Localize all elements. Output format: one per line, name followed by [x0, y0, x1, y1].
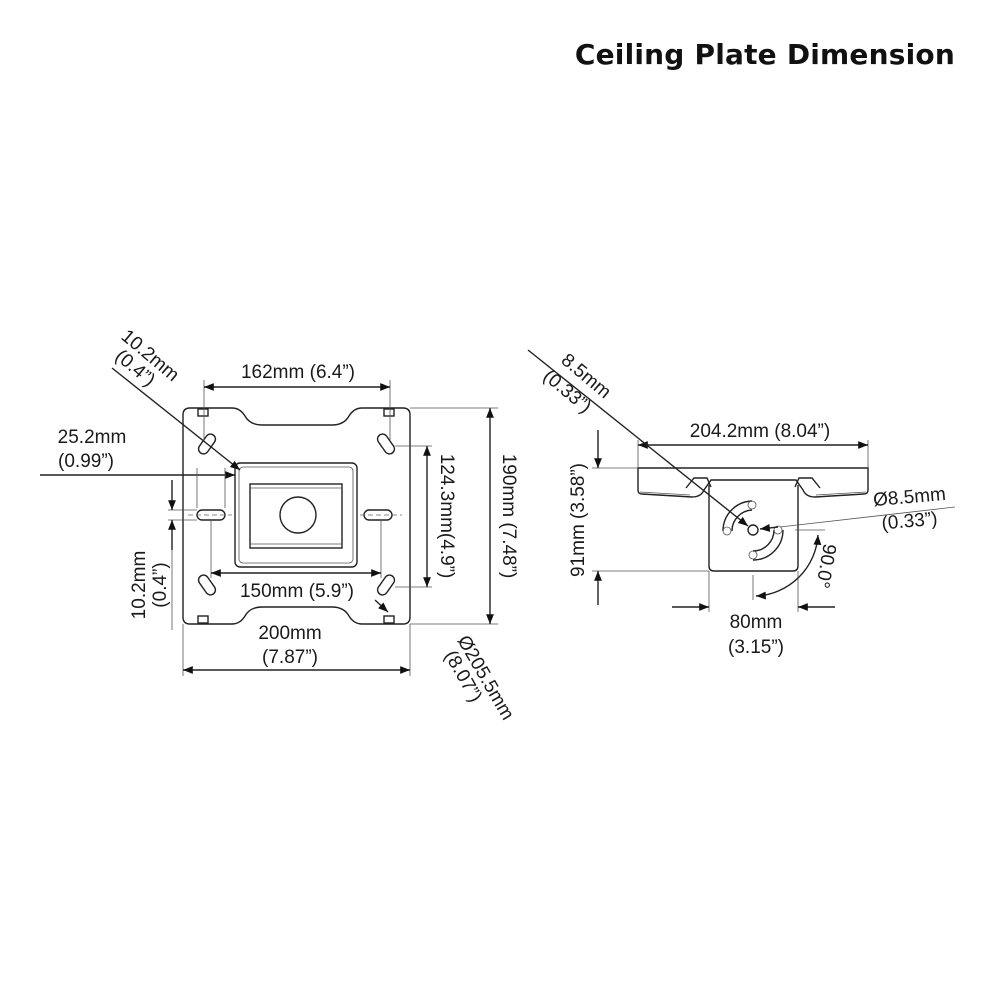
dim-200in: (7.87”): [262, 647, 318, 668]
top-view-plate: [182, 407, 411, 625]
dim-hole-diameter-mm: Ø8.5mm: [872, 484, 946, 511]
dim-204mm: 204.2mm (8.04”): [690, 421, 830, 442]
dim-slot-side-mm: 10.2mm: [129, 551, 150, 620]
side-view-bracket: [637, 467, 869, 572]
top-view-dimensions: 162mm (6.4”) 190mm (7.48”) 124.3mm(4.9”)…: [40, 326, 519, 724]
diagram-title: Ceiling Plate Dimension: [574, 38, 955, 71]
dim-162mm: 162mm (6.4”): [241, 362, 355, 383]
dim-25mm: 25.2mm: [58, 427, 127, 448]
dim-hole-diameter-in: (0.33”): [881, 509, 939, 535]
dim-80mm: 80mm: [730, 612, 783, 633]
dim-25in: (0.99”): [58, 451, 114, 472]
dim-124mm: 124.3mm(4.9”): [436, 454, 457, 579]
dim-200mm: 200mm: [258, 623, 321, 644]
dim-80in: (3.15”): [728, 637, 784, 658]
dim-150mm: 150mm (5.9”): [240, 581, 354, 602]
dim-190mm: 190mm (7.48”): [498, 454, 519, 579]
dim-slot-side-in: (0.4”): [150, 562, 171, 607]
dim-91mm: 91mm (3.58”): [568, 463, 589, 577]
